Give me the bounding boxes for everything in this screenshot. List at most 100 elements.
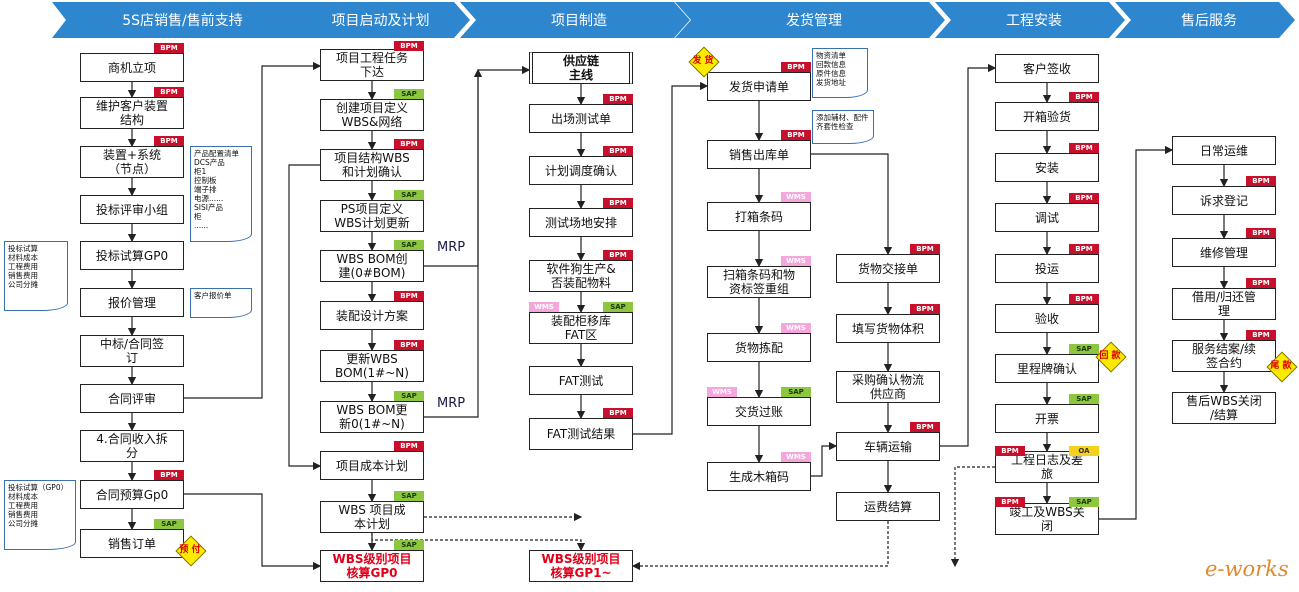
- box-bid-estimate: 投标试算GP0: [80, 241, 184, 270]
- box-revenue-split: 4.合同收入拆 分: [80, 430, 184, 462]
- sap-tag: SAP: [603, 302, 633, 312]
- logo: e-works: [1205, 557, 1289, 581]
- box-wbs-cost-plan: WBS 项目成 本计划: [320, 501, 424, 533]
- note-ship-info: 物资清单 回款信息 原件信息 发货地址: [812, 48, 868, 98]
- bpm-tag: BPM: [154, 470, 184, 480]
- box-wbs-gp1: WBS级别项目 核算GP1~: [529, 550, 633, 582]
- box-bid-review: 投标评审小组: [80, 195, 184, 224]
- box-project-cost-plan: 项目成本计划: [320, 451, 424, 480]
- sap-tag: SAP: [154, 519, 184, 529]
- phase-label: 项目启动及计划: [332, 13, 430, 29]
- box-assembly-design: 装配设计方案: [320, 301, 424, 330]
- bpm-tag: BPM: [394, 291, 424, 301]
- box-install: 安装: [995, 153, 1099, 182]
- box-after-sales-wbs: 售后WBS关闭 /结算: [1172, 392, 1276, 424]
- box-milestone: 里程牌确认: [995, 354, 1099, 383]
- box-contract-budget: 合同预算Gp0: [80, 480, 184, 509]
- bpm-tag: BPM: [394, 139, 424, 149]
- bpm-tag: BPM: [1246, 278, 1276, 288]
- phase-label: 售后服务: [1181, 13, 1237, 29]
- diamond-ship: 发 货: [688, 46, 720, 78]
- sap-tag: SAP: [1069, 497, 1099, 507]
- box-acceptance: 验收: [995, 304, 1099, 333]
- box-borrow-return: 借用/归还管 理: [1172, 288, 1276, 320]
- box-handover: 货物交接单: [836, 254, 940, 283]
- box-volume: 填写货物体积: [836, 314, 940, 343]
- oa-tag: OA: [1069, 446, 1099, 456]
- sap-tag: SAP: [394, 240, 424, 250]
- box-dongle-production: 软件狗生产& 否装配物料: [529, 260, 633, 292]
- box-logistics-confirm: 采购确认物流 供应商: [836, 371, 940, 403]
- sap-tag: SAP: [394, 89, 424, 99]
- box-customer-structure: 维护客户装置 结构: [80, 97, 184, 129]
- sap-tag: SAP: [394, 391, 424, 401]
- box-ship-request: 发货申请单: [707, 72, 811, 101]
- box-project-task: 项目工程任务 下达: [320, 49, 424, 81]
- bpm-tag: BPM: [603, 250, 633, 260]
- bpm-tag: BPM: [394, 340, 424, 350]
- sap-tag: SAP: [394, 540, 424, 550]
- box-scan-barcode: 扫箱条码和物 资标签重组: [707, 266, 811, 298]
- box-device-system: 装置+系统 （节点）: [80, 146, 184, 178]
- connector-arrow: [950, 466, 995, 568]
- wms-tag: WMS: [707, 387, 737, 397]
- phase-label: 发货管理: [786, 12, 842, 29]
- box-factory-test: 出场测试单: [529, 104, 633, 133]
- bpm-tag: BPM: [910, 244, 940, 254]
- box-contract-review: 合同评审: [80, 384, 184, 413]
- box-customer-sign: 客户签收: [995, 54, 1099, 83]
- phase-chevron: [1115, 2, 1295, 38]
- mrp-label: MRP: [437, 396, 466, 411]
- bpm-tag: BPM: [154, 87, 184, 97]
- wms-tag: WMS: [781, 192, 811, 202]
- connector-arrow: [1099, 145, 1174, 520]
- box-ps-update: PS项目定义 WBS计划更新: [320, 200, 424, 232]
- wms-tag: WMS: [781, 256, 811, 266]
- phase-label: 5S店销售/售前支持: [122, 12, 243, 29]
- box-transport: 车辆运输: [836, 432, 940, 461]
- sap-tag: SAP: [1069, 344, 1099, 354]
- box-wbs-bom-create: WBS BOM创 建(0#BOM): [320, 250, 424, 282]
- box-box-barcode: 打箱条码: [707, 202, 811, 231]
- box-wbs-bom-update1: 更新WBS BOM(1#~N): [320, 350, 424, 382]
- connector-arrow: [940, 63, 997, 447]
- bpm-tag: BPM: [603, 94, 633, 104]
- bpm-tag: BPM: [154, 136, 184, 146]
- box-opportunity: 商机立项: [80, 53, 184, 82]
- diamond-final-payment: 尾 款: [1266, 351, 1298, 383]
- bpm-tag: BPM: [1069, 92, 1099, 102]
- connector-arrow: [288, 164, 322, 471]
- box-commission: 投运: [995, 254, 1099, 283]
- wms-tag: WMS: [529, 302, 559, 312]
- bpm-tag: BPM: [995, 497, 1025, 507]
- connector-arrow: [633, 81, 709, 435]
- wms-tag: WMS: [781, 323, 811, 333]
- box-unpack-inspect: 开箱验货: [995, 102, 1099, 131]
- box-quote: 报价管理: [80, 288, 184, 317]
- bpm-tag: BPM: [1246, 176, 1276, 186]
- phase-chevron: [460, 2, 690, 38]
- bpm-tag: BPM: [1069, 143, 1099, 153]
- box-fat-result: FAT测试结果: [529, 418, 633, 450]
- box-wbs-gp0: WBS级别项目 核算GP0: [320, 550, 424, 582]
- connector-arrow: [184, 61, 322, 399]
- sap-tag: SAP: [394, 491, 424, 501]
- box-request-register: 诉求登记: [1172, 186, 1276, 215]
- box-invoice: 开票: [995, 404, 1099, 433]
- box-contract-sign: 中标/合同签 订: [80, 335, 184, 367]
- box-daily-maintenance: 日常运维: [1172, 136, 1276, 165]
- bpm-tag: BPM: [154, 43, 184, 53]
- bpm-tag: BPM: [910, 422, 940, 432]
- box-sales-outbound: 销售出库单: [707, 140, 811, 169]
- box-schedule-confirm: 计划调度确认: [529, 156, 633, 185]
- box-wbs-confirm: 项目结构WBS 和计划确认: [320, 149, 424, 181]
- box-sales-order: 销售订单: [80, 529, 184, 558]
- bpm-tag: BPM: [394, 41, 424, 51]
- phase-chevron: [675, 2, 945, 38]
- sap-tag: SAP: [1069, 394, 1099, 404]
- box-supply-chain: 供应链 主线: [529, 52, 633, 84]
- sap-tag: SAP: [781, 387, 811, 397]
- bpm-tag: BPM: [1246, 228, 1276, 238]
- box-repair: 维修管理: [1172, 238, 1276, 267]
